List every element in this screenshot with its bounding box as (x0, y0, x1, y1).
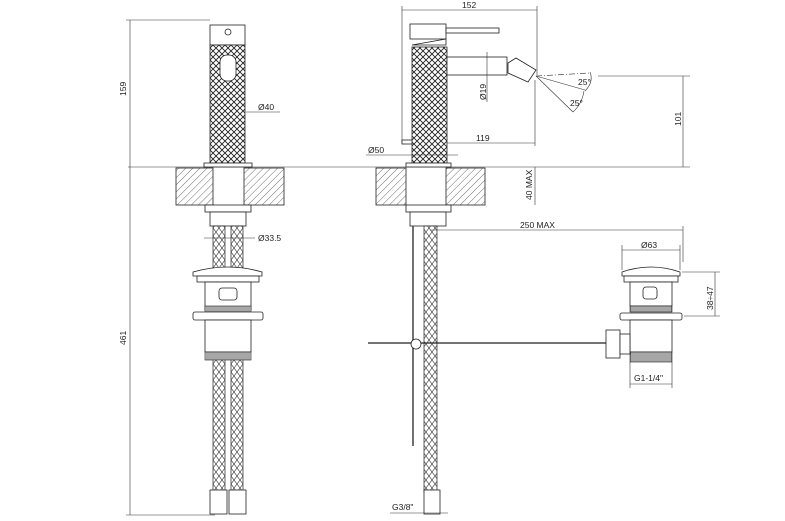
dim-cap-diameter: Ø63 (641, 240, 657, 250)
dim-height-top: 159 (118, 82, 128, 96)
dim-hose-diameter: Ø33.5 (258, 233, 281, 243)
dim-spout-reach: 119 (476, 133, 490, 143)
front-view: 152 Ø19 25° 25° 101 119 Ø50 40 MAX 250 M… (366, 0, 690, 515)
dim-overall-width: 152 (462, 0, 476, 10)
dim-spray-angle-down: 25° (570, 98, 583, 108)
hose-fitting-left (209, 489, 228, 515)
dim-height-range: 38÷47 (705, 286, 715, 310)
supply-hose (423, 225, 438, 493)
deck-section-left (175, 167, 214, 206)
dim-drain-thread: G1-1/4" (634, 373, 663, 383)
handle-block (409, 23, 447, 40)
lever-end (219, 54, 237, 82)
hose-fitting-right (228, 489, 247, 515)
dim-deck-thickness: 40 MAX (524, 169, 534, 200)
deck-section-right (243, 167, 285, 206)
dim-spray-angle-up: 25° (578, 77, 591, 87)
dim-spout-diameter: Ø19 (478, 84, 488, 100)
dim-height-bottom: 461 (118, 331, 128, 345)
drain-view: Ø63 38÷47 G1-1/4" (605, 240, 720, 388)
rod-connector (605, 329, 621, 359)
dim-body-diameter: Ø40 (258, 102, 274, 112)
dim-rod-length: 250 MAX (520, 220, 555, 230)
dim-spout-height: 101 (673, 112, 683, 126)
spout (446, 56, 508, 76)
side-view: 159 461 Ø40 Ø33.5 (118, 19, 285, 516)
dim-base-diameter: Ø50 (368, 145, 384, 155)
spray-nozzle (507, 57, 537, 83)
drain-cap (192, 266, 263, 277)
lever (445, 27, 500, 34)
dim-inlet-thread: G3/8" (392, 502, 413, 512)
